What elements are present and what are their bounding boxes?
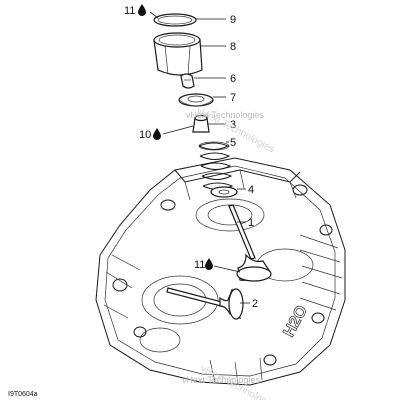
oil-drop-icon [153,128,161,140]
watermark-text: vHext Technologies [186,110,264,120]
oil-drop-icon [138,4,146,16]
part-3-valve-stem-seal [192,114,210,133]
part-9-shim [153,13,197,27]
callout-5: 5 [230,137,236,149]
callout-9: 9 [230,14,236,26]
svg-text:H2O: H2O [281,303,311,340]
part-6-valve-keepers [180,73,195,89]
part-5-valve-spring [198,141,234,190]
part-1-valve [228,204,272,282]
part-2-valve [166,287,244,320]
callout-6: 6 [230,73,236,85]
part-8-tappet [153,32,203,76]
callout-11-top: 11 [124,5,135,17]
oil-drop-icon [205,258,213,270]
part-4-spring-seat [210,186,238,198]
callout-8: 8 [230,41,236,53]
callout-4: 4 [248,184,254,196]
callout-10: 10 [139,129,151,141]
callout-11-lower: 11 [194,259,205,271]
callout-7: 7 [230,92,236,104]
callout-1: 1 [248,217,254,229]
part-7-spring-retainer [178,93,214,107]
figure-reference: I9T0604a [8,391,38,398]
callout-2: 2 [252,298,258,310]
watermark-text: vHext Technologies [182,375,260,385]
callout-3: 3 [230,119,236,131]
leader-lines [149,11,250,304]
